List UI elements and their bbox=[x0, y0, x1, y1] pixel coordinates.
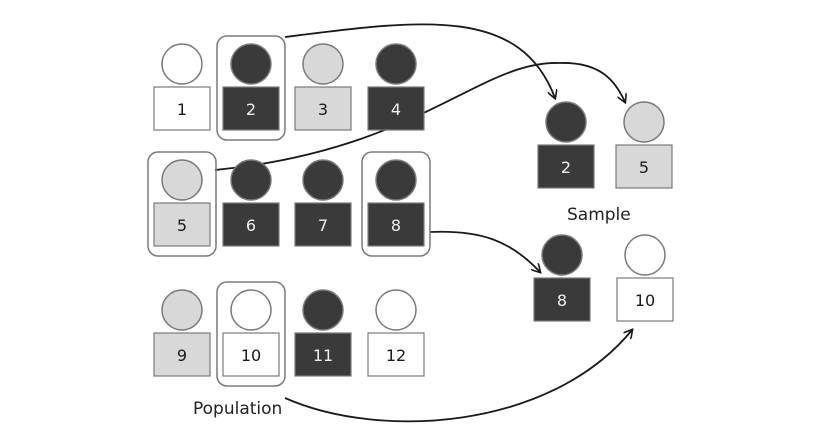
arrow-5-to-sample-5 bbox=[214, 62, 625, 171]
population-member-3: 3 bbox=[294, 43, 352, 131]
person-head-icon bbox=[230, 289, 272, 331]
person-head-icon bbox=[375, 43, 417, 85]
selection-frame bbox=[216, 281, 286, 387]
person-body-box bbox=[153, 202, 211, 247]
person-body-box bbox=[533, 277, 591, 322]
population-member-4: 4 bbox=[367, 43, 425, 131]
person-id-label: 5 bbox=[639, 158, 649, 177]
person-body-box bbox=[616, 277, 674, 322]
sample-member-5: 5 bbox=[615, 101, 673, 189]
population-member-1: 1 bbox=[153, 43, 211, 131]
population-member-6: 6 bbox=[222, 159, 280, 247]
person-body-box bbox=[367, 86, 425, 131]
person-head-icon bbox=[230, 43, 272, 85]
person-body-box bbox=[537, 144, 595, 189]
sample-label: Sample bbox=[567, 205, 631, 225]
selection-frame bbox=[147, 151, 217, 257]
person-id-label: 9 bbox=[177, 346, 187, 365]
person-body-box bbox=[294, 86, 352, 131]
person-id-label: 7 bbox=[318, 216, 328, 235]
person-id-label: 11 bbox=[313, 346, 333, 365]
person-id-label: 8 bbox=[557, 291, 567, 310]
person-id-label: 2 bbox=[246, 100, 256, 119]
person-head-icon bbox=[375, 289, 417, 331]
person-head-icon bbox=[624, 234, 666, 276]
person-body-box bbox=[294, 202, 352, 247]
selection-frame bbox=[216, 35, 286, 141]
person-body-box bbox=[367, 202, 425, 247]
person-head-icon bbox=[302, 289, 344, 331]
selection-frame bbox=[361, 151, 431, 257]
person-head-icon bbox=[161, 43, 203, 85]
population-member-5: 5 bbox=[153, 159, 211, 247]
population-member-12: 12 bbox=[367, 289, 425, 377]
person-body-box bbox=[294, 332, 352, 377]
person-head-icon bbox=[623, 101, 665, 143]
person-body-box bbox=[153, 86, 211, 131]
arrow-8-to-sample-8 bbox=[429, 230, 540, 272]
person-id-label: 6 bbox=[246, 216, 256, 235]
person-head-icon bbox=[161, 289, 203, 331]
person-head-icon bbox=[302, 43, 344, 85]
population-member-11: 11 bbox=[294, 289, 352, 377]
person-body-box bbox=[615, 144, 673, 189]
person-id-label: 5 bbox=[177, 216, 187, 235]
population-member-7: 7 bbox=[294, 159, 352, 247]
person-id-label: 12 bbox=[386, 346, 406, 365]
person-id-label: 2 bbox=[561, 158, 571, 177]
person-body-box bbox=[222, 86, 280, 131]
person-head-icon bbox=[375, 159, 417, 201]
sample-group: 2 5 8 10 bbox=[533, 101, 674, 322]
person-id-label: 3 bbox=[318, 100, 328, 119]
sample-member-8: 8 bbox=[533, 234, 591, 322]
person-body-box bbox=[367, 332, 425, 377]
person-head-icon bbox=[161, 159, 203, 201]
population-member-9: 9 bbox=[153, 289, 211, 377]
arrow-10-to-sample-10 bbox=[284, 330, 632, 423]
person-id-label: 1 bbox=[177, 100, 187, 119]
person-head-icon bbox=[545, 101, 587, 143]
sample-member-2: 2 bbox=[537, 101, 595, 189]
person-body-box bbox=[153, 332, 211, 377]
population-member-10: 10 bbox=[222, 289, 280, 377]
person-id-label: 10 bbox=[635, 291, 655, 310]
person-head-icon bbox=[230, 159, 272, 201]
person-id-label: 10 bbox=[241, 346, 261, 365]
population-member-2: 2 bbox=[222, 43, 280, 131]
population-member-8: 8 bbox=[367, 159, 425, 247]
population-label: Population bbox=[193, 399, 282, 419]
person-body-box bbox=[222, 332, 280, 377]
person-id-label: 8 bbox=[391, 216, 401, 235]
person-body-box bbox=[222, 202, 280, 247]
sample-member-10: 10 bbox=[616, 234, 674, 322]
person-head-icon bbox=[541, 234, 583, 276]
person-head-icon bbox=[302, 159, 344, 201]
arrows-layer bbox=[214, 23, 632, 423]
arrow-2-to-sample-2 bbox=[284, 23, 555, 98]
person-id-label: 4 bbox=[391, 100, 401, 119]
